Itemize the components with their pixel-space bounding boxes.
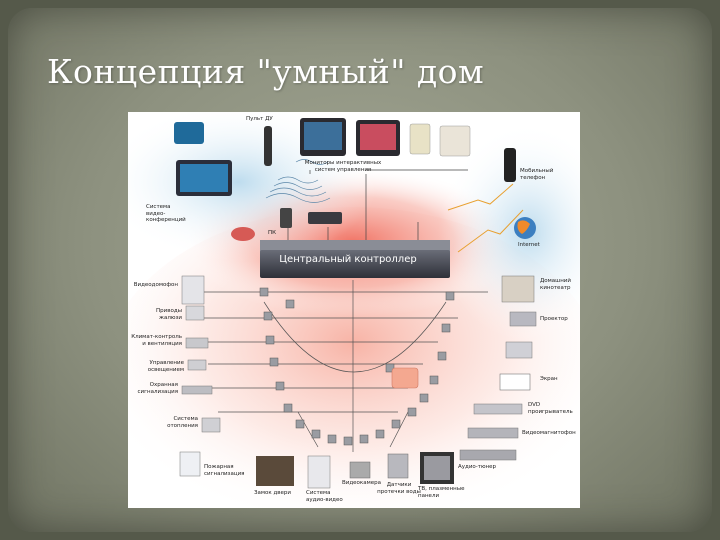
- tv-screen: [424, 456, 450, 480]
- door-device: [256, 456, 294, 486]
- right-blue-glow: [438, 122, 580, 342]
- hub-module: [391, 367, 419, 389]
- slide-title: Концепция "умный" дом: [47, 52, 485, 91]
- sensor-device: [179, 451, 201, 477]
- pc-device: [280, 208, 292, 228]
- label-screen: Экран: [540, 376, 558, 382]
- screen-device: [499, 373, 531, 391]
- label-theater: Домашний кинотеатр: [540, 278, 571, 291]
- label-dvd: DVD проигрыватель: [528, 402, 573, 415]
- touch-panel-screen: [180, 164, 228, 192]
- fridge-device: [307, 455, 331, 489]
- top-connections: [287, 169, 468, 240]
- label-internet: Internet: [518, 242, 540, 248]
- monitor-1-screen: [304, 122, 342, 150]
- tuner-device: [459, 449, 517, 461]
- globe-land-shape: [517, 220, 530, 234]
- wall-panel-1: [409, 123, 431, 155]
- intercom-device: [181, 275, 205, 305]
- junction-boxes: [259, 287, 455, 446]
- label-monitors: Мониторы интерактивных систем управления: [304, 160, 382, 173]
- camera-device: [349, 461, 371, 479]
- remote-control: [264, 126, 272, 166]
- projector-device: [509, 311, 537, 327]
- wall-panel-2: [439, 125, 471, 157]
- dvd-device: [473, 403, 523, 415]
- label-audio: Система аудио-видео: [306, 490, 343, 503]
- label-leak: Датчики протечки воды: [377, 482, 421, 495]
- label-videocam: Видеокамера: [342, 480, 381, 486]
- wireless-waves: [265, 159, 331, 203]
- lighting-device: [187, 359, 207, 371]
- label-climate: Климат-контроль и вентиляция: [131, 334, 182, 347]
- satellite-device: [387, 453, 409, 479]
- controller-label: Центральный контроллер: [279, 254, 417, 265]
- label-tv: ТВ, плазменные панели: [418, 486, 465, 499]
- label-pc: ПК: [268, 230, 277, 236]
- smart-home-diagram: Центральный контроллер Пульт ДУ Мониторы…: [128, 112, 580, 508]
- blinds-device: [185, 305, 205, 321]
- label-videoconf: Система видео- конференций: [146, 204, 186, 223]
- central-controller: [260, 250, 450, 278]
- phone-link: [447, 183, 514, 211]
- bus-lines: [188, 280, 488, 452]
- label-mobile: Мобильный телефон: [520, 168, 554, 181]
- label-heating: Система отопления: [167, 416, 198, 429]
- label-blinds: Приводы жалюзи: [156, 308, 182, 321]
- label-remote: Пульт ДУ: [246, 116, 273, 122]
- label-door: Замок двери: [254, 490, 291, 496]
- label-fire: Пожарная сигнализация: [204, 464, 245, 477]
- tablet-device: [174, 122, 204, 144]
- heating-device: [201, 417, 221, 433]
- label-intercom: Видеодомофон: [133, 282, 178, 288]
- red-device: [231, 227, 255, 241]
- speaker-device: [505, 341, 533, 359]
- label-vcr: Видеомагнитофон: [522, 430, 576, 436]
- mobile-phone: [504, 148, 516, 182]
- diagram-graphics: [128, 112, 580, 508]
- label-security: Охранная сигнализация: [137, 382, 178, 395]
- monitor-2-screen: [360, 124, 396, 150]
- label-projector: Проектор: [540, 316, 568, 322]
- security-device: [181, 385, 213, 395]
- internet-link: [457, 209, 524, 253]
- modem-device: [308, 212, 342, 224]
- label-tuner: Аудио-тюнер: [458, 464, 497, 470]
- label-lighting: Управление освещением: [147, 360, 184, 373]
- climate-device: [185, 337, 209, 349]
- vcr-device: [467, 427, 519, 439]
- theater-device: [501, 275, 535, 303]
